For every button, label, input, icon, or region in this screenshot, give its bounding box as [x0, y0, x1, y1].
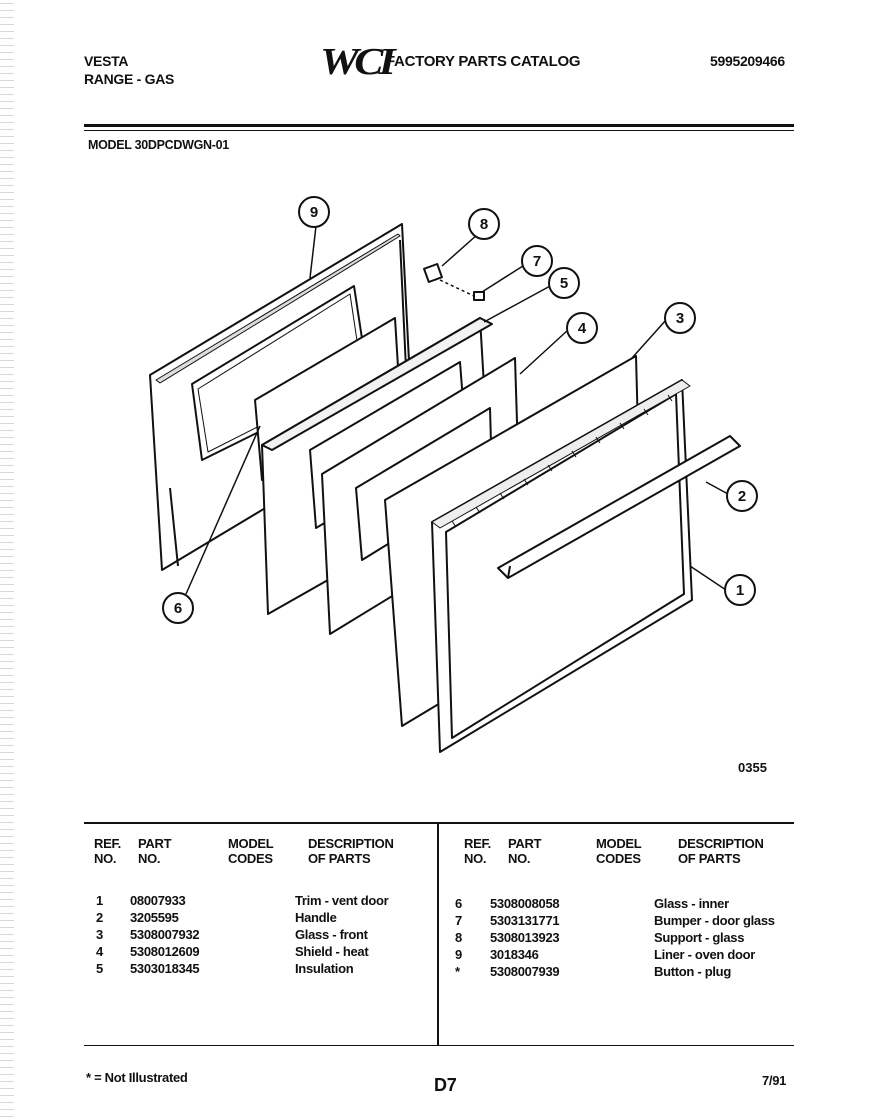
callout-7: 7	[533, 253, 541, 270]
table-row-ref: 5	[96, 961, 103, 976]
table-row-ref: 7	[455, 913, 462, 928]
table-row-desc: Support - glass	[654, 930, 745, 945]
hdr-part-left: PART	[138, 836, 172, 851]
table-row-ref: 6	[455, 896, 462, 911]
table-row-desc: Button - plug	[654, 964, 731, 979]
callout-4: 4	[578, 320, 587, 337]
product-type: RANGE - GAS	[84, 71, 175, 87]
table-row-part: 5303131771	[490, 913, 560, 928]
table-row-desc: Handle	[295, 910, 337, 925]
scan-edge	[0, 0, 14, 1120]
table-row-desc: Shield - heat	[295, 944, 369, 959]
footnote-not-illustrated: * = Not Illustrated	[86, 1070, 188, 1085]
table-row-part: 5308013923	[490, 930, 560, 945]
table-row-ref: 4	[96, 944, 103, 959]
hdr-partno-left: NO.	[138, 851, 161, 866]
table-row-part: 5308007939	[490, 964, 560, 979]
hdr-model-left: MODEL	[228, 836, 274, 851]
table-row-desc: Trim - vent door	[295, 893, 389, 908]
hdr-ofparts-right: OF PARTS	[678, 851, 741, 866]
page-number: D7	[434, 1075, 457, 1095]
table-row-desc: Bumper - door glass	[654, 913, 775, 928]
callout-9: 9	[310, 204, 318, 221]
table-row-part: 5308008058	[490, 896, 560, 911]
model-number: MODEL 30DPCDWGN-01	[88, 138, 229, 152]
table-row-part: 08007933	[130, 893, 186, 908]
hdr-ref-left: REF.	[94, 836, 121, 851]
brand-name: VESTA	[84, 53, 129, 69]
catalog-title: FACTORY PARTS CATALOG	[386, 53, 581, 70]
hdr-codes-right: CODES	[596, 851, 641, 866]
revision-date: 7/91	[762, 1073, 787, 1088]
table-row-ref: 2	[96, 910, 103, 925]
table-row-ref: 3	[96, 927, 103, 942]
part-support-glass	[423, 263, 443, 283]
hdr-no-right: NO.	[464, 851, 487, 866]
part-trim-vent-door	[431, 379, 693, 753]
table-row-part: 5308012609	[130, 944, 200, 959]
header-rule-thin	[84, 130, 794, 131]
table-row-ref: 1	[96, 893, 103, 908]
callout-8: 8	[480, 216, 488, 233]
table-row-desc: Insulation	[295, 961, 354, 976]
hdr-codes-left: CODES	[228, 851, 273, 866]
figure-code: 0355	[738, 760, 767, 775]
table-row-desc: Glass - front	[295, 927, 368, 942]
table-row-part: 5308007932	[130, 927, 200, 942]
table-bottom-rule	[84, 1045, 794, 1046]
part-bumper-door-glass	[473, 291, 485, 301]
callout-2: 2	[738, 488, 746, 505]
table-row-part: 3205595	[130, 910, 179, 925]
callout-5: 5	[560, 275, 568, 292]
table-row-ref: 8	[455, 930, 462, 945]
callout-1: 1	[736, 582, 744, 599]
hdr-no-left: NO.	[94, 851, 117, 866]
table-row-ref: 9	[455, 947, 462, 962]
callout-6: 6	[174, 600, 182, 617]
hdr-partno-right: NO.	[508, 851, 531, 866]
exploded-door-diagram: 9 8 7 5 4 3 2 1 6 0355	[149, 196, 767, 775]
hdr-desc-left: DESCRIPTION	[308, 836, 394, 851]
table-center-divider	[437, 824, 439, 1046]
header-rule-thick	[84, 124, 794, 127]
hdr-ref-right: REF.	[464, 836, 491, 851]
hdr-part-right: PART	[508, 836, 542, 851]
table-row-desc: Glass - inner	[654, 896, 729, 911]
table-row-ref: *	[455, 964, 460, 979]
catalog-number: 5995209466	[710, 53, 785, 69]
hdr-desc-right: DESCRIPTION	[678, 836, 764, 851]
hdr-ofparts-left: OF PARTS	[308, 851, 371, 866]
wci-logo: WCI	[320, 41, 396, 83]
table-row-desc: Liner - oven door	[654, 947, 756, 962]
callout-3: 3	[676, 310, 684, 327]
part-handle	[497, 435, 741, 579]
table-row-part: 3018346	[490, 947, 539, 962]
hdr-model-right: MODEL	[596, 836, 642, 851]
table-top-rule	[84, 822, 794, 824]
table-row-part: 5303018345	[130, 961, 200, 976]
